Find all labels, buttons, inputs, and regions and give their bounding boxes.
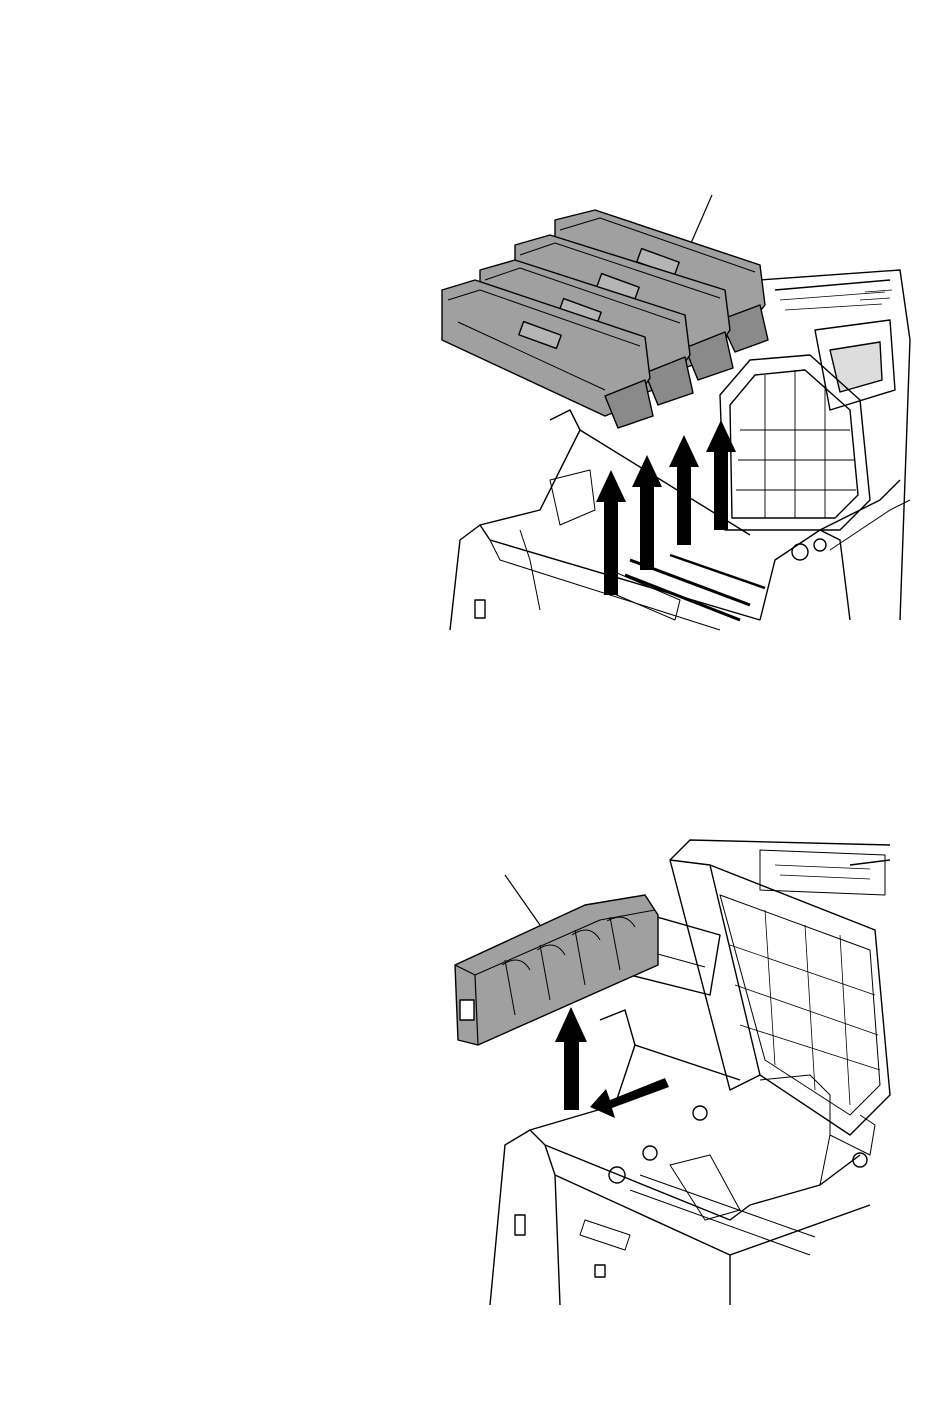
- waste-toner-box: [455, 895, 658, 1045]
- callout-line-waste: [505, 875, 540, 925]
- up-arrow: [555, 1007, 587, 1110]
- up-arrow-1: [596, 470, 626, 595]
- waste-toner-removal-illustration: [430, 835, 900, 1305]
- up-arrow-2: [632, 455, 662, 570]
- printer-rear: [670, 840, 890, 895]
- removal-arrows: [555, 1007, 669, 1118]
- printer-body: [760, 270, 910, 620]
- up-arrow-3: [669, 435, 699, 545]
- slide-arrow: [590, 1078, 669, 1118]
- toner-removal-illustration: [420, 180, 920, 640]
- lift-arrows: [596, 420, 736, 595]
- open-cover: [670, 860, 890, 1135]
